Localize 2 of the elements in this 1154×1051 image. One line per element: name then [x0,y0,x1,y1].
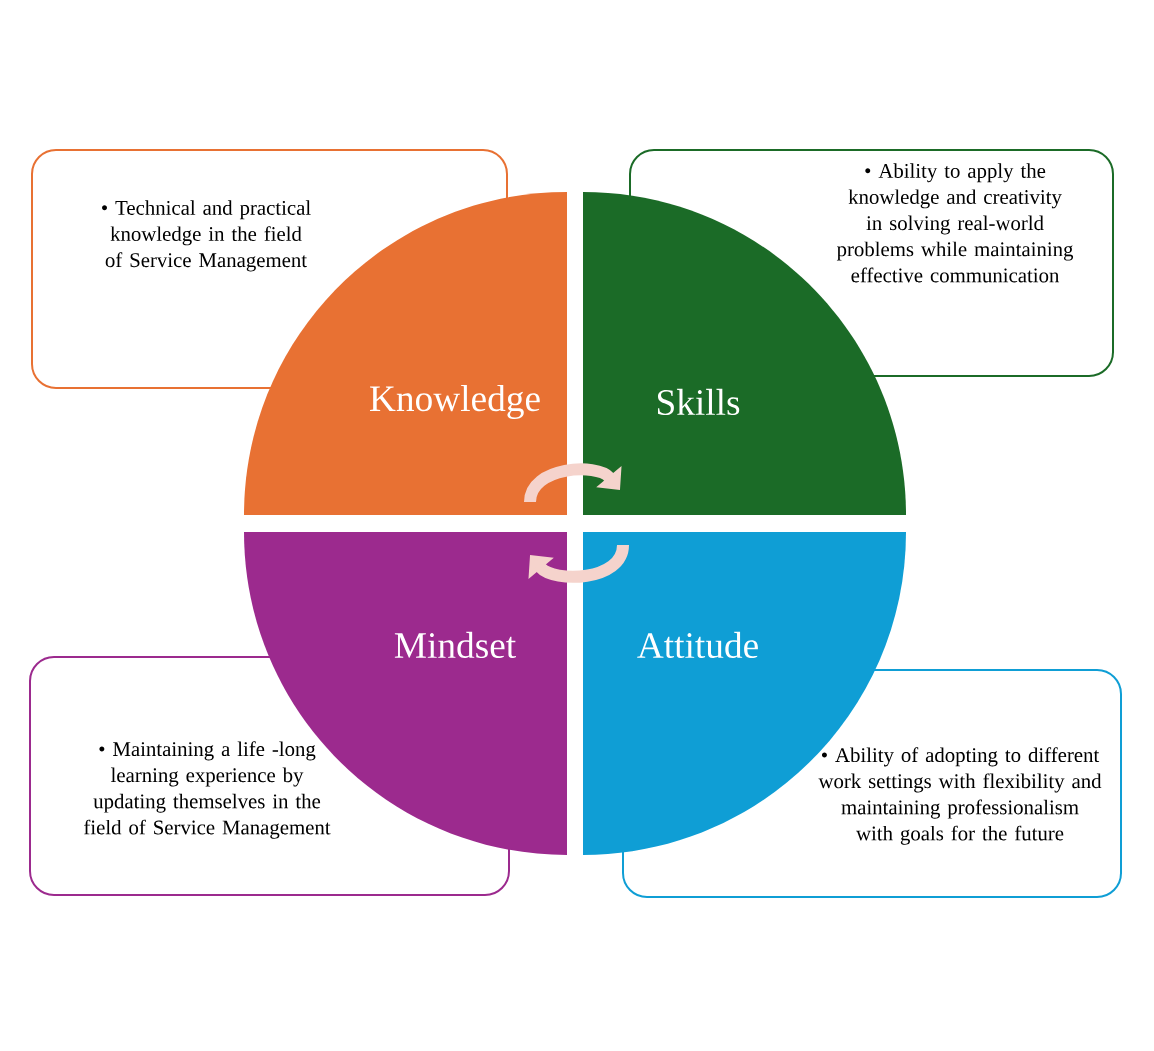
curved-arrow [528,544,629,583]
curved-arrow [524,463,622,503]
